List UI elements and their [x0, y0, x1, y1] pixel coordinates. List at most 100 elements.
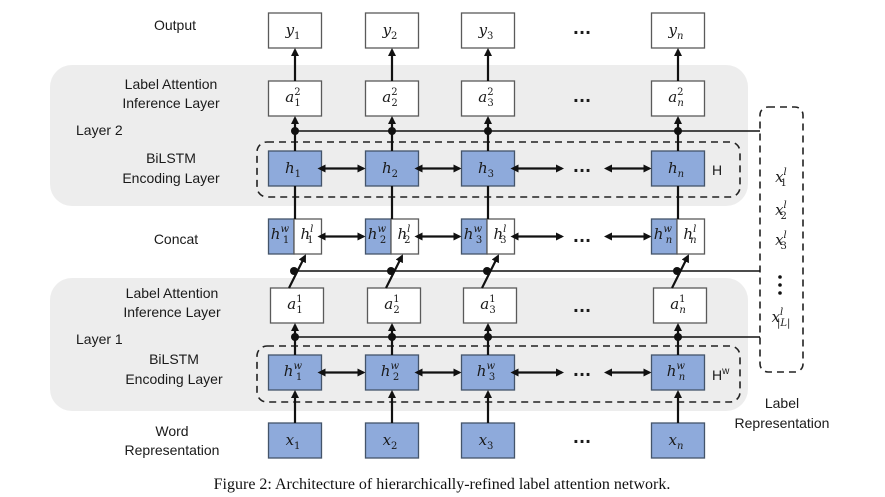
- join-dot-l1-3: [484, 333, 492, 341]
- concat-label-part-n: [676, 218, 706, 255]
- layer1-label: Layer 1: [76, 331, 123, 347]
- output-label-1: y1: [285, 21, 301, 42]
- label-attention-1-line1: Label Attention: [126, 285, 219, 301]
- join-dot-l1-n: [674, 333, 682, 341]
- ellipsis-3: ···: [573, 231, 591, 250]
- word-repr-line1: Word: [155, 423, 188, 439]
- ellipsis-1: ···: [573, 91, 591, 110]
- ellipsis-0: ···: [573, 23, 591, 42]
- attention1-box-n: [652, 287, 708, 324]
- output-row-label: Output: [154, 17, 196, 33]
- bilstm2-label-n: hn: [668, 159, 684, 180]
- Hw-matrix-box: [256, 345, 741, 403]
- word-box-3: [460, 422, 516, 459]
- output-label-3: y3: [478, 21, 494, 42]
- concat-word-part-3: [460, 218, 488, 255]
- join-dot-l1-1: [291, 333, 299, 341]
- join-dot-concat-3: [483, 267, 491, 275]
- label-vdot-1: [778, 283, 782, 287]
- bilstm-2-line2: Encoding Layer: [122, 170, 220, 186]
- layer2-panel: [50, 65, 748, 206]
- label-vdot-2: [778, 291, 782, 295]
- word-label-3: x3: [479, 431, 494, 452]
- label-attention-1-line2: Inference Layer: [123, 304, 221, 320]
- join-dot-l1-2: [388, 333, 396, 341]
- join-dot-l2-2: [388, 127, 396, 135]
- output-label-2: y2: [382, 21, 398, 42]
- layer1-panel: [50, 278, 748, 411]
- bilstm2-label-1: h1: [285, 159, 301, 180]
- bilstm1-box-2: [364, 354, 420, 391]
- output-box-1: [267, 12, 323, 49]
- ellipsis-6: ···: [573, 432, 591, 451]
- output-box-n: [650, 12, 706, 49]
- join-dot-l2-n: [674, 127, 682, 135]
- label-repr-line1: Label: [765, 395, 799, 411]
- label-repr-line2: Representation: [735, 415, 830, 431]
- label-attention-2-line1: Label Attention: [125, 76, 218, 92]
- attention1-box-3: [462, 287, 518, 324]
- output-box-3: [460, 12, 516, 49]
- figure-caption: Figure 2: Architecture of hierarchically…: [214, 476, 671, 493]
- label-attention-2-line2: Inference Layer: [122, 95, 220, 111]
- join-dot-concat-1: [290, 267, 298, 275]
- bilstm2-box-n: [650, 150, 706, 187]
- bilstm2-box-2: [364, 150, 420, 187]
- bilstm-1-line2: Encoding Layer: [125, 371, 223, 387]
- H-matrix-label: H: [712, 162, 722, 178]
- bilstm-2-line1: BiLSTM: [146, 150, 196, 166]
- word-repr-line2: Representation: [125, 442, 220, 458]
- join-dot-concat-n: [673, 267, 681, 275]
- attention1-box-2: [366, 287, 422, 324]
- join-dot-l2-3: [484, 127, 492, 135]
- word-label-n: xn: [669, 431, 684, 452]
- ellipsis-2: ···: [573, 161, 591, 180]
- bilstm2-label-2: h2: [382, 159, 398, 180]
- word-box-n: [650, 422, 706, 459]
- output-label-n: yn: [668, 21, 684, 42]
- concat-word-part-n: [650, 218, 678, 255]
- concat-word-part-1: [267, 218, 295, 255]
- bilstm2-label-3: h3: [478, 159, 494, 180]
- concat-label-part-2: [390, 218, 420, 255]
- ellipsis-5: ···: [573, 365, 591, 384]
- join-dot-l2-1: [291, 127, 299, 135]
- word-box-1: [267, 422, 323, 459]
- ellipsis-4: ···: [573, 301, 591, 320]
- Hw-matrix-label: Hw: [712, 366, 730, 383]
- attention2-box-2: [364, 80, 420, 117]
- label-vdot-0: [778, 275, 782, 279]
- label-representation-box: [759, 106, 804, 373]
- output-box-2: [364, 12, 420, 49]
- concat-label: Concat: [154, 231, 198, 247]
- layer2-label: Layer 2: [76, 122, 123, 138]
- word-label-1: x1: [286, 431, 301, 452]
- bilstm2-box-1: [267, 150, 323, 187]
- word-box-2: [364, 422, 420, 459]
- word-label-2: x2: [383, 431, 398, 452]
